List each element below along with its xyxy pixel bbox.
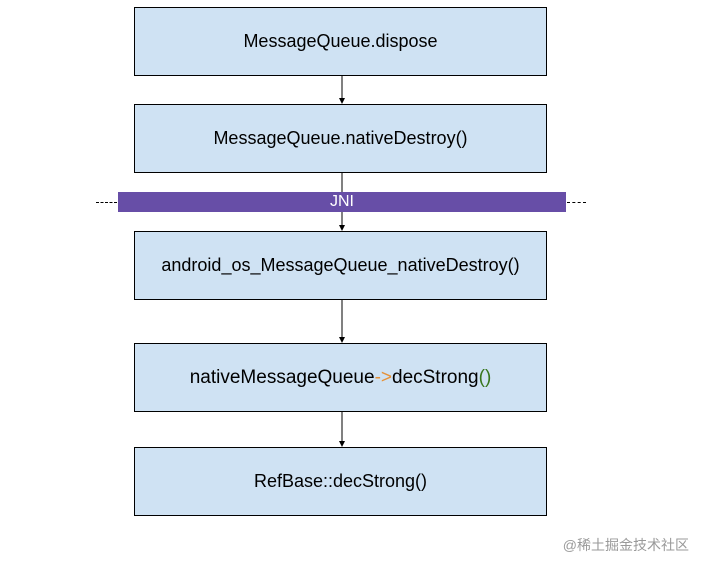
jni-boundary-dash-left — [96, 202, 117, 203]
box-messagequeue-dispose: MessageQueue.dispose — [134, 7, 547, 76]
box-label: nativeMessageQueue->decStrong() — [190, 367, 492, 389]
jni-label: JNI — [330, 193, 354, 210]
label-arrow-operator: -> — [374, 366, 392, 388]
box-label: MessageQueue.dispose — [243, 31, 438, 51]
box-label: MessageQueue.nativeDestroy() — [213, 128, 468, 148]
box-label: android_os_MessageQueue_nativeDestroy() — [161, 255, 520, 275]
box-nativemessagequeue-decstrong: nativeMessageQueue->decStrong() — [134, 343, 547, 412]
box-label: RefBase::decStrong() — [253, 471, 428, 491]
box-refbase-decstrong: RefBase::decStrong() — [134, 447, 547, 516]
watermark: @稀土掘金技术社区 — [562, 537, 689, 553]
jni-boundary-dash-right — [567, 202, 586, 203]
box-android-os-messagequeue-nativedestroy: android_os_MessageQueue_nativeDestroy() — [134, 231, 547, 300]
label-parens: () — [478, 366, 492, 388]
box-messagequeue-nativedestroy: MessageQueue.nativeDestroy() — [134, 104, 547, 173]
label-method-name: decStrong — [392, 366, 479, 388]
label-object-name: nativeMessageQueue — [189, 366, 375, 388]
jni-boundary-band: JNI — [118, 192, 566, 212]
